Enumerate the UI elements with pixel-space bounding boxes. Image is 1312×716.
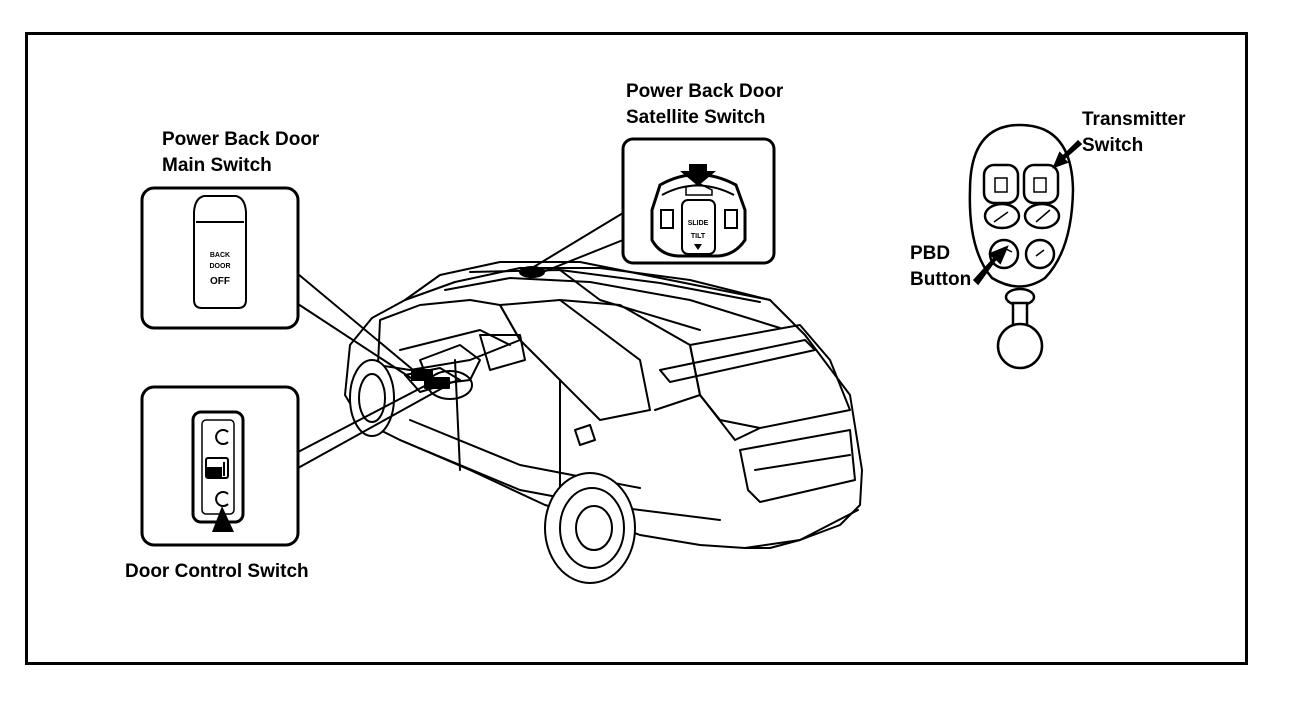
- left-door-icon: [660, 209, 674, 229]
- main-switch-label: Power Back Door Main Switch: [162, 129, 320, 176]
- door-control-switch-label: Door Control Switch: [125, 561, 309, 582]
- satellite-slide-text: SLIDE: [688, 220, 709, 227]
- transmitter-key-fob: [968, 123, 1075, 370]
- callout-lines: [297, 212, 624, 469]
- right-door-icon: [724, 209, 738, 229]
- arrow-up-icon: [212, 506, 234, 532]
- main-switch-text-3: OFF: [210, 276, 230, 287]
- circle-icon: [215, 429, 229, 445]
- door-control-switch-box: [140, 385, 300, 547]
- satellite-tilt-text: TILT: [691, 233, 706, 240]
- main-switch-text-1: BACK: [210, 252, 230, 259]
- transmitter-arrow-icon: [1052, 139, 1083, 169]
- transmitter-switch-label: Transmitter Switch: [1082, 109, 1186, 156]
- satellite-switch-label: Power Back Door Satellite Switch: [626, 81, 784, 128]
- satellite-switch-box: SLIDE TILT: [621, 137, 776, 265]
- minivan-illustration: [344, 261, 863, 584]
- pbd-arrow-icon: [972, 245, 1009, 286]
- pbd-button-label: PBD Button: [910, 243, 972, 290]
- arrow-down-icon: [680, 164, 716, 186]
- main-switch-text-2: DOOR: [210, 263, 231, 270]
- main-switch-box: BACK DOOR OFF: [140, 186, 300, 330]
